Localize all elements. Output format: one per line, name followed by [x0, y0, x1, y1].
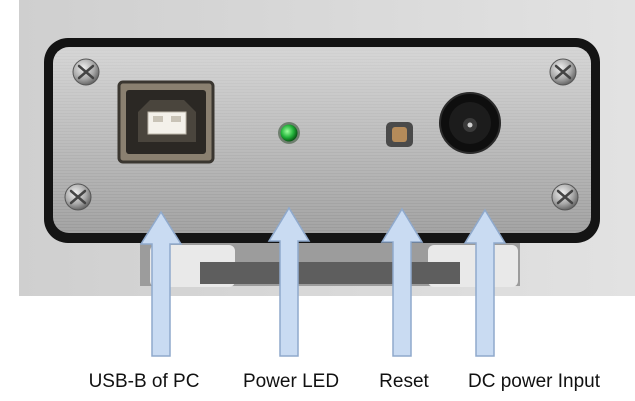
reset-button-hardware	[386, 122, 413, 147]
screw-bottom-right	[551, 183, 579, 211]
usb-b-port	[117, 80, 215, 164]
screw-bottom-left	[64, 183, 92, 211]
label-dc-power-input: DC power Input	[467, 371, 601, 392]
screw-top-left	[72, 58, 100, 86]
dc-jack	[439, 92, 501, 154]
label-power-led: Power LED	[242, 371, 340, 392]
arrow-dc	[463, 208, 507, 357]
arrow-usb	[139, 210, 183, 357]
label-usb: USB-B of PC	[88, 371, 200, 392]
power-led	[278, 122, 300, 144]
arrow-led	[267, 206, 311, 357]
enclosure-shadow	[200, 262, 460, 284]
label-reset: Reset	[379, 371, 429, 392]
screw-top-right	[549, 58, 577, 86]
arrow-reset	[380, 207, 424, 357]
